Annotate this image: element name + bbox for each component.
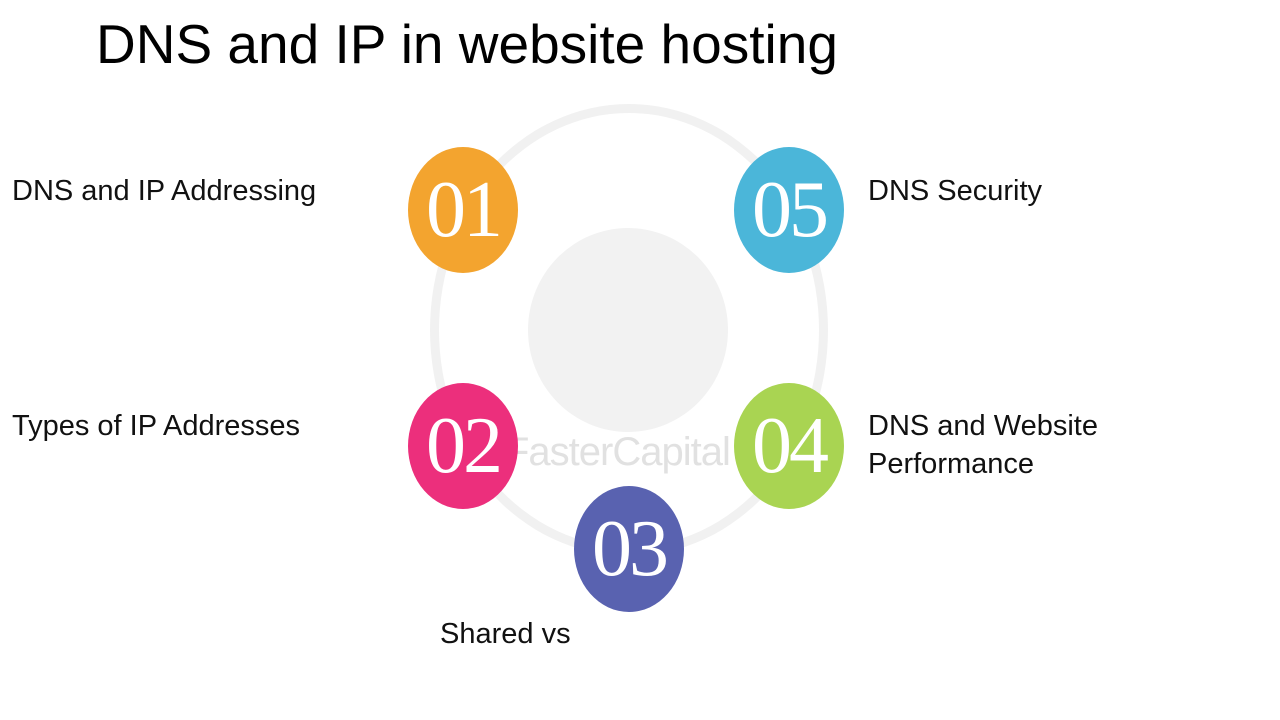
watermark: FasterCapital [505, 430, 731, 474]
step-badge-02: 02 [408, 383, 518, 509]
slide-title: DNS and IP in website hosting [96, 13, 838, 75]
step-badge-04: 04 [734, 383, 844, 509]
center-circle [528, 228, 728, 432]
step-label-04: DNS and Website Performance [868, 410, 1098, 480]
step-label-05: DNS Security [868, 175, 1043, 207]
step-label-03: Shared vs [440, 618, 571, 650]
step-badge-05: 05 [734, 147, 844, 273]
step-badge-01: 01 [408, 147, 518, 273]
step-label-02: Types of IP Addresses [12, 410, 301, 442]
step-badge-03: 03 [574, 486, 684, 612]
step-label-01: DNS and IP Addressing [12, 175, 317, 207]
